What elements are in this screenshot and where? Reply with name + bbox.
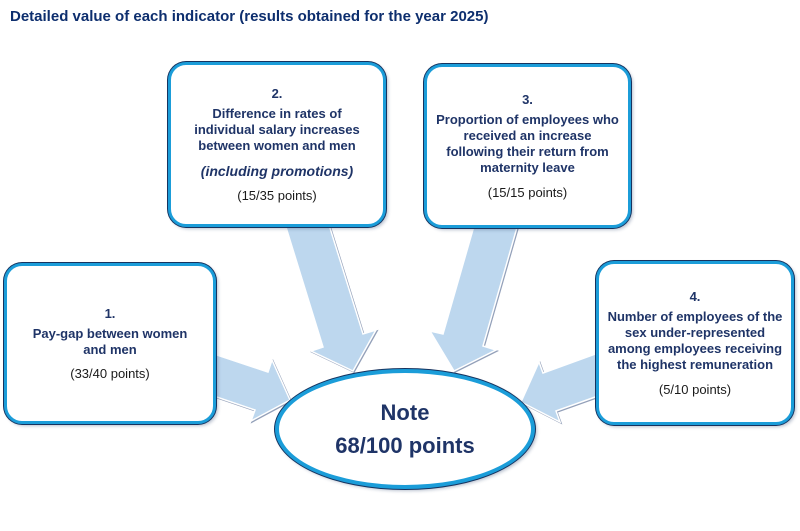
indicator-points: (15/15 points)	[487, 184, 568, 200]
box-indicator-1: 1. Pay-gap between women and men (33/40 …	[4, 263, 216, 424]
indicator-text-line: individual salary increases	[194, 122, 360, 138]
note-score: 68/100 points	[335, 432, 475, 458]
indicator-number: 2.	[271, 86, 283, 102]
indicator-text-line: sex under-represented	[624, 325, 766, 341]
indicator-text-line: Difference in rates of	[212, 106, 342, 122]
note-label: Note	[380, 399, 430, 425]
indicator-text-line: received an increase	[463, 128, 592, 144]
indicator-text-line: Proportion of employees who	[436, 112, 619, 128]
box-indicator-4: 4. Number of employees of the sex under-…	[596, 261, 794, 425]
indicator-text-line: Number of employees of the	[607, 309, 783, 325]
indicator-points: (33/40 points)	[70, 366, 150, 382]
indicator-number: 4.	[689, 289, 701, 305]
indicator-text-line: and men	[83, 341, 137, 357]
indicator-text-line: the highest remuneration	[616, 356, 774, 372]
indicator-text-line: following their return from	[446, 144, 609, 159]
arrow-indicator1-to-note	[198, 352, 291, 423]
indicator-points: (5/10 points)	[658, 381, 732, 397]
box-indicator-3: 3. Proportion of employees who received …	[424, 64, 631, 228]
indicator-text-line: between women and men	[198, 137, 356, 153]
indicator-number: 3.	[522, 92, 533, 108]
arrow-indicator2-to-note	[284, 211, 378, 372]
indicator-number: 1.	[104, 305, 116, 321]
arrow-indicator3-to-note	[428, 211, 519, 372]
note-ellipse: Note 68/100 points	[275, 369, 535, 489]
indicator-points: (15/35 points)	[237, 187, 317, 203]
indicator-text-line: among employees receiving	[607, 341, 783, 356]
indicator-text-line: maternity leave	[480, 159, 575, 175]
box-indicator-2: 2. Difference in rates of individual sal…	[168, 62, 386, 227]
indicator-subtext: (including promotions)	[200, 162, 354, 179]
diagram-title: Detailed value of each indicator (result…	[10, 8, 489, 25]
indicator-text-line: Pay-gap between women	[32, 325, 188, 341]
